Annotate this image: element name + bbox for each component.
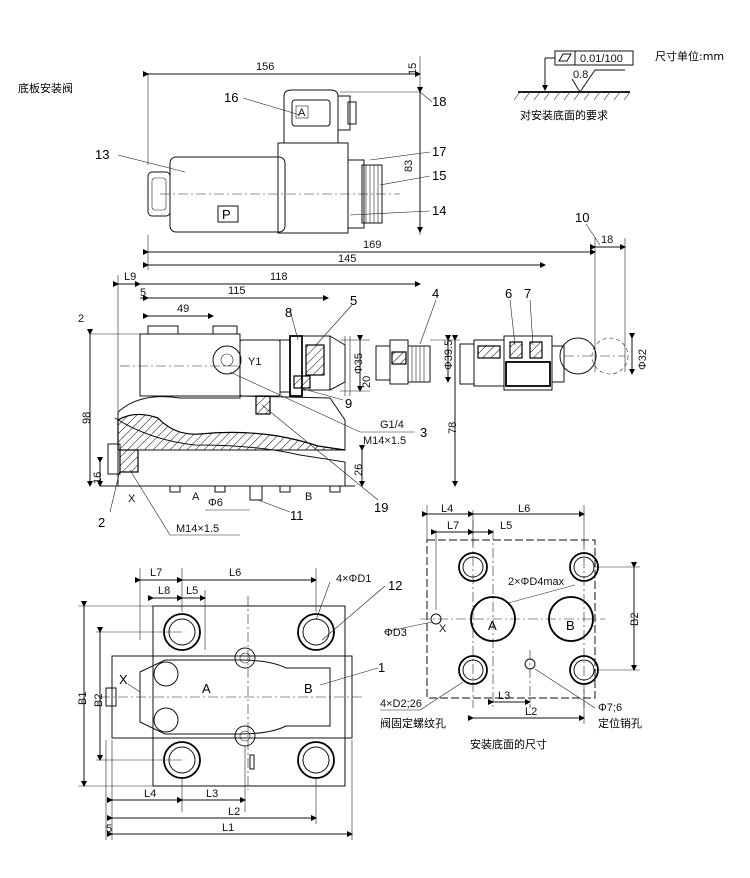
plan-port-b: B — [304, 681, 313, 696]
port-a-label: A — [192, 491, 200, 503]
port-b-label: B — [305, 491, 312, 503]
callout-15: 15 — [432, 168, 446, 183]
mount-pin-hole: 定位销孔 — [598, 716, 642, 730]
flatness-value: 0.01/100 — [580, 53, 623, 65]
plan-dim-L4: L4 — [144, 788, 156, 800]
dim-15: 15 — [407, 63, 419, 75]
mount-phi7: Φ7;6 — [598, 702, 622, 714]
plan-port-a: A — [202, 681, 211, 696]
mount-face-caption: 安装底面的尺寸 — [470, 737, 547, 751]
port-x-label: X — [128, 493, 136, 505]
callout-6: 6 — [505, 286, 512, 301]
dim-phi32: Φ32 — [637, 349, 649, 370]
port-p-label: P — [222, 207, 231, 222]
mount-phiD3: ΦD3 — [384, 627, 407, 639]
dim-5: 5 — [140, 287, 146, 299]
mount-dim-B2: B2 — [629, 613, 641, 626]
mount-port-b: B — [566, 618, 575, 633]
callout-4: 4 — [432, 286, 439, 301]
callout-19: 19 — [374, 500, 388, 515]
plan-dim-L2: L2 — [228, 806, 240, 818]
mount-port-a: A — [488, 618, 497, 633]
dim-phi35: Φ35 — [353, 353, 365, 374]
callout-5: 5 — [350, 293, 357, 308]
plan-dim-B1: B1 — [77, 692, 89, 705]
dim-115: 115 — [228, 285, 246, 297]
plan-view: A B X L7 L6 L8 L5 4×ΦD1 12 1 B1 B2 — [77, 567, 402, 840]
mount-dim-L7: L7 — [447, 520, 459, 532]
plan-dim-L1: L1 — [222, 822, 234, 834]
callout-12: 12 — [388, 578, 402, 593]
m14-label-a: M14×1.5 — [363, 435, 406, 447]
dim-phi39-5: Φ39.5 — [443, 340, 455, 370]
dim-2: 2 — [78, 313, 84, 325]
mount-dim-L4: L4 — [441, 503, 453, 515]
overall-dims: 169 145 18 10 — [143, 210, 626, 372]
dim-phi6: Φ6 — [208, 497, 223, 509]
unit-label: 尺寸单位:mm — [655, 49, 724, 63]
callout-16: 16 — [224, 90, 238, 105]
surface-requirement-symbol: 0.01/100 0.8 对安装底面的要求 — [513, 50, 634, 122]
dim-83: 83 — [403, 160, 415, 172]
mount-4xD2: 4×D2;26 — [380, 698, 422, 710]
dim-98: 98 — [81, 412, 93, 424]
dim-L9: L9 — [124, 271, 136, 283]
callout-8: 8 — [285, 305, 292, 320]
y1-label: Y1 — [248, 356, 261, 368]
elevation-view: L9 118 5 115 49 2 Y1 Φ35 20 — [78, 271, 649, 536]
dim-20: 20 — [361, 376, 373, 388]
dim-156: 156 — [256, 61, 274, 73]
callout-13: 13 — [95, 147, 109, 162]
plan-dim-5: 5 — [106, 823, 112, 835]
plan-port-x: X — [119, 672, 128, 687]
plan-dim-L5: L5 — [186, 585, 198, 597]
dim-49: 49 — [177, 303, 189, 315]
callout-18: 18 — [432, 94, 446, 109]
dim-16: 16 — [92, 472, 104, 484]
plan-dim-L3: L3 — [206, 788, 218, 800]
dim-145: 145 — [338, 253, 356, 265]
g14-label: G1/4 — [380, 419, 404, 431]
dim-78: 78 — [447, 422, 459, 434]
dim-169: 169 — [363, 239, 381, 251]
m14-label-b: M14×1.5 — [176, 523, 219, 535]
plan-dim-L6: L6 — [229, 567, 241, 579]
plan-dim-B2: B2 — [93, 694, 105, 707]
callout-14: 14 — [432, 203, 446, 218]
mount-requirement-text: 对安装底面的要求 — [520, 108, 608, 122]
plan-dim-L7: L7 — [150, 567, 162, 579]
mount-port-x: X — [439, 623, 447, 635]
valve-type-title: 底板安装阀 — [18, 81, 73, 95]
coil-a-label: A — [298, 107, 306, 119]
mount-dim-L3: L3 — [498, 690, 510, 702]
mount-2xphiD4: 2×ΦD4max — [508, 576, 565, 588]
mount-dim-L6: L6 — [518, 503, 530, 515]
callout-2: 2 — [98, 515, 105, 530]
mount-dim-L2: L2 — [525, 706, 537, 718]
dim-26: 26 — [353, 464, 365, 476]
plan-dim-L8: L8 — [158, 585, 170, 597]
callout-7: 7 — [524, 286, 531, 301]
mount-bolt-holes: 阀固定螺纹孔 — [380, 716, 446, 730]
mount-dim-L5: L5 — [500, 520, 512, 532]
callout-17: 17 — [432, 144, 446, 159]
roughness-value: 0.8 — [573, 69, 588, 81]
callout-1: 1 — [378, 660, 385, 675]
callout-3: 3 — [420, 425, 427, 440]
callout-10: 10 — [575, 210, 589, 225]
plan-4xphiD1: 4×ΦD1 — [336, 573, 371, 585]
dim-18: 18 — [601, 234, 613, 246]
callout-11: 11 — [290, 508, 304, 523]
mounting-face-view: A B X L4 L6 L7 L5 2×ΦD4max B2 ΦD3 L3 L2 … — [380, 503, 642, 751]
top-view: 156 15 83 P A 13 16 18 17 15 — [95, 56, 446, 270]
callout-9: 9 — [345, 396, 352, 411]
dim-118: 118 — [270, 271, 288, 283]
